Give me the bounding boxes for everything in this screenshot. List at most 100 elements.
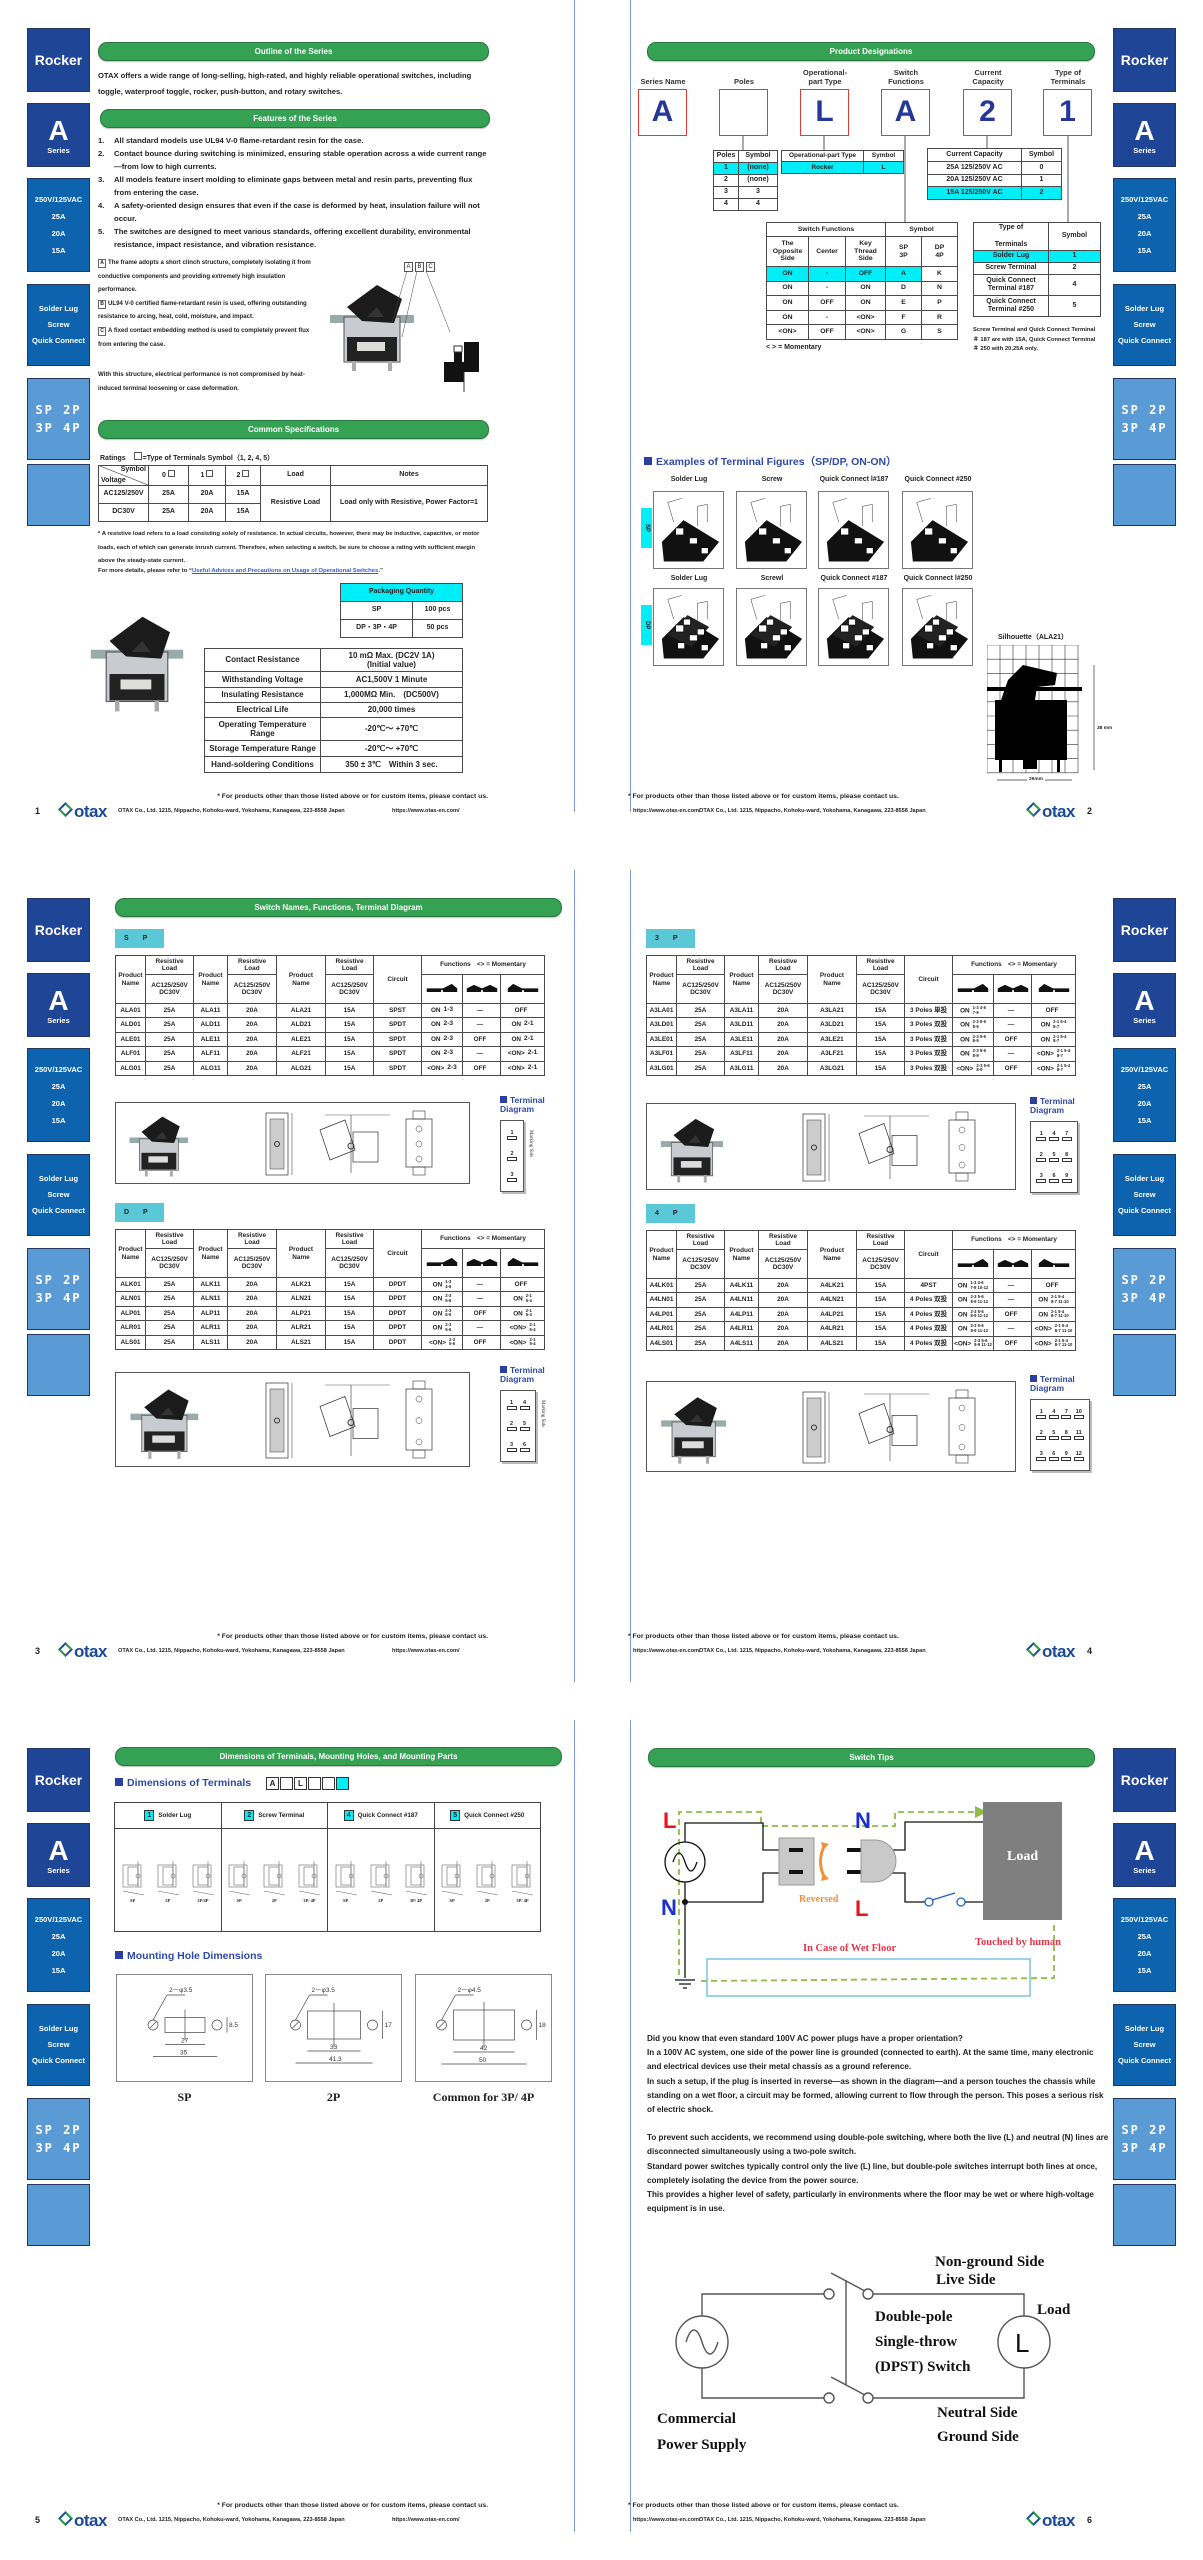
table-cell: 0 (148, 465, 189, 486)
col-product-name: Product Name (193, 1229, 228, 1278)
product-name-cell: A4LS01 (646, 1335, 677, 1351)
circuit-cell: DPDT (373, 1320, 422, 1336)
rocker-position-icon (465, 1259, 499, 1270)
table-cell: 50 pcs (411, 619, 464, 638)
footer-url[interactable]: https://www.otax-en.com/ (633, 1648, 701, 1654)
product-name-cell: ALK11 (193, 1276, 228, 1293)
footer-note: * For products other than those listed a… (217, 2502, 488, 2509)
inner-width-label: 27 (181, 2038, 189, 2045)
col-product-name: Product Name (724, 1230, 759, 1279)
footer-url[interactable]: https://www.otax-en.com/ (392, 808, 460, 814)
function-state: ON (430, 1021, 441, 1029)
tab-blank[interactable] (1113, 1334, 1176, 1396)
tab-blank[interactable] (27, 464, 90, 526)
designation-box[interactable]: L (800, 89, 849, 136)
function-state: ON (957, 1296, 968, 1304)
terminal-example-label: Quick Connect #187 (820, 575, 888, 582)
more-suffix: .” (378, 568, 383, 574)
terminal-item: Screw (1133, 320, 1156, 329)
footer-url[interactable]: https://www.otax-en.com/ (392, 1648, 460, 1654)
tab-rocker[interactable]: Rocker (1113, 898, 1176, 962)
footer-url[interactable]: https://www.otax-en.com/ (633, 808, 701, 814)
terminal-bar (1036, 1456, 1047, 1461)
tab-blank[interactable] (1113, 464, 1176, 526)
tab-rocker[interactable]: Rocker (27, 898, 90, 962)
designation-box[interactable]: A (881, 89, 930, 136)
designation-box[interactable]: 2 (963, 89, 1012, 136)
designation-box[interactable]: 1 (1043, 89, 1092, 136)
circuit-cell: SPDT (373, 1046, 422, 1062)
function-terminals: 2-1 (527, 1063, 538, 1071)
tab-rocker[interactable]: Rocker (1113, 28, 1176, 92)
table-cell: Operational-part Type (781, 150, 864, 162)
rating-item: 15A (1137, 246, 1152, 255)
designation-box[interactable] (719, 89, 768, 136)
terminal-item: Solder Lug (38, 2024, 79, 2033)
precautions-link[interactable]: Useful Advices and Precautions on Usage … (191, 568, 379, 574)
pole-section-tag: S P (115, 929, 164, 948)
table-cell: Center (808, 236, 846, 267)
footer-url[interactable]: https://www.otax-en.com/ (633, 2517, 701, 2523)
table-cell: 20A (188, 503, 226, 522)
table-cell: Notes (330, 465, 488, 486)
mounting-heading: Mounting Hole Dimensions (115, 1950, 262, 1962)
tab-label: Rocker (1120, 52, 1169, 68)
footer-url[interactable]: https://www.otax-en.com/ (392, 2517, 460, 2523)
designation-box[interactable]: A (638, 89, 687, 136)
col-circuit: Circuit (373, 955, 422, 1004)
tab-blank[interactable] (27, 2184, 90, 2246)
tab-rocker[interactable]: Rocker (1113, 1748, 1176, 1812)
terminal-diagram-title: Terminal Diagram (500, 1096, 545, 1114)
load-cell: 25A (676, 1292, 725, 1308)
rocker-left-icon (421, 1248, 463, 1278)
table-cell: F (885, 309, 923, 326)
tab-blank[interactable] (27, 1334, 90, 1396)
function-cell: — (462, 1017, 501, 1033)
tab-rocker[interactable]: Rocker (27, 1748, 90, 1812)
function-terminals: 2-1 (527, 1049, 538, 1057)
load-cell: 20A (758, 1321, 808, 1337)
terminal-item: Quick Connect (32, 336, 85, 345)
square-bullet-icon (1030, 1375, 1037, 1382)
product-name-cell: ALR11 (193, 1320, 228, 1336)
tab-rocker[interactable]: Rocker (27, 28, 90, 92)
table-cell: G (885, 324, 923, 340)
load-cell: 15A (856, 1292, 905, 1308)
load-cell: 25A (676, 1031, 725, 1048)
terminal-pin: 6 (1048, 1451, 1061, 1461)
tab-blank[interactable] (1113, 2184, 1176, 2246)
